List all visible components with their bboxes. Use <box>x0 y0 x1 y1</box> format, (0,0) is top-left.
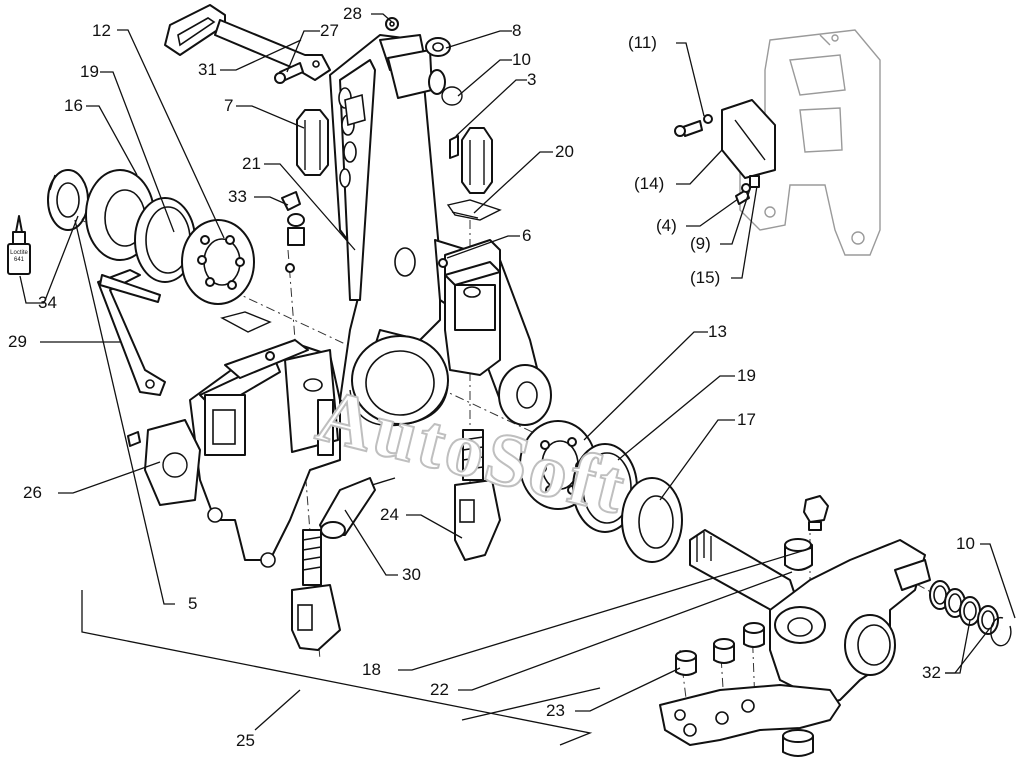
hex-cap-7 <box>296 109 329 176</box>
callout-12: 12 <box>92 21 111 40</box>
callout-15: (15) <box>690 268 721 287</box>
callout-6: 6 <box>522 226 532 245</box>
callout-21: 21 <box>242 154 261 173</box>
screw-11 <box>674 114 713 137</box>
spring-clip <box>220 311 272 333</box>
callout-32: 32 <box>922 663 941 682</box>
circlip-10-lower <box>990 616 1012 647</box>
callout-10-upper: 10 <box>512 50 531 69</box>
bushing-22 <box>784 538 813 571</box>
base-plate <box>659 684 841 746</box>
callout-24: 24 <box>380 505 399 524</box>
bottle-label: Loctite 641 <box>10 250 28 263</box>
bushings-23 <box>675 622 814 757</box>
threaded-pin-left <box>291 529 341 651</box>
nut-28 <box>385 17 399 31</box>
callout-19-upper: 19 <box>80 62 99 81</box>
washer-8 <box>425 37 451 57</box>
circlip-10-upper <box>441 86 463 106</box>
callout-20: 20 <box>555 142 574 161</box>
callout-4: (4) <box>656 216 677 235</box>
column-21 <box>329 34 446 411</box>
callout-10-lower: 10 <box>956 534 975 553</box>
callout-3: 3 <box>527 70 537 89</box>
callout-34: 34 <box>38 293 57 312</box>
handle-31 <box>164 4 331 81</box>
grease-fitting-33 <box>281 191 305 273</box>
tower-ring <box>349 335 449 427</box>
grease-nipple-18 <box>803 495 829 531</box>
bearing-13 <box>519 420 597 510</box>
callout-19-lower: 19 <box>737 366 756 385</box>
callout-28: 28 <box>343 4 362 23</box>
swivel-housing <box>769 539 931 706</box>
ring-19-right <box>572 443 638 533</box>
leader-lines <box>19 13 1016 746</box>
callout-31: 31 <box>198 60 217 79</box>
callout-26: 26 <box>23 483 42 502</box>
lever-29 <box>97 269 166 396</box>
callout-5: 5 <box>188 594 198 613</box>
callout-8: 8 <box>512 21 522 40</box>
callout-16: 16 <box>64 96 83 115</box>
callout-25: 25 <box>236 731 255 750</box>
callout-33: 33 <box>228 187 247 206</box>
callout-30: 30 <box>402 565 421 584</box>
ring-19-left <box>134 197 196 283</box>
cover-plate-26 <box>127 419 201 506</box>
callout-9: (9) <box>690 234 711 253</box>
loctite-bottle-34 <box>7 215 31 275</box>
snap-rings-32 <box>929 580 999 635</box>
callout-29: 29 <box>8 332 27 351</box>
bearing-12 <box>181 219 255 305</box>
callout-14: (14) <box>634 174 665 193</box>
threaded-pin-24 <box>454 429 501 561</box>
bolt-27 <box>274 62 304 84</box>
callout-22: 22 <box>430 680 449 699</box>
callout-17: 17 <box>737 410 756 429</box>
main-bracket <box>189 339 341 568</box>
callout-13: 13 <box>708 322 727 341</box>
callout-18: 18 <box>362 660 381 679</box>
spring-clip-20 <box>446 199 502 221</box>
callout-11: (11) <box>628 33 657 52</box>
callout-27: 27 <box>320 21 339 40</box>
callout-7: 7 <box>224 96 234 115</box>
pin-30 <box>319 477 396 539</box>
ring-17 <box>621 477 683 563</box>
hex-cap-3 <box>449 127 493 194</box>
callout-23: 23 <box>546 701 565 720</box>
nut-16 <box>47 169 89 231</box>
bracket-block-6 <box>438 239 501 376</box>
cover-plate-14 <box>721 99 776 179</box>
